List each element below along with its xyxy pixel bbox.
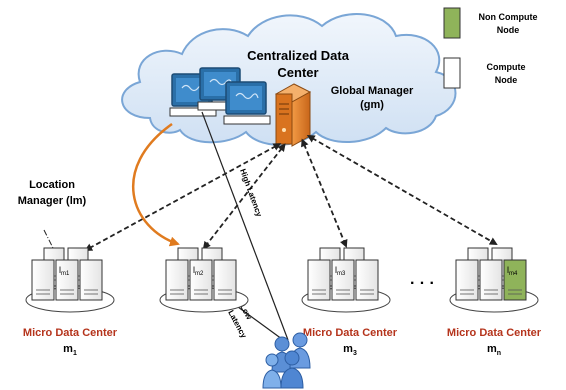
micro-dc-cluster: lm1 xyxy=(25,247,115,313)
micro-dc-cluster: lm2 xyxy=(159,247,249,313)
global-manager-label-line2: (gm) xyxy=(360,99,384,111)
location-manager-node-label: lm1 xyxy=(59,265,70,277)
micro-data-centers: lm1 lm2 lm3 lm4 xyxy=(25,247,539,313)
micro-dc-label-n: Micro Data Center xyxy=(447,327,542,339)
micro-dc-id-1: m1 xyxy=(63,343,77,357)
high-latency-link xyxy=(201,111,289,341)
cloud-title-line1: Centralized Data xyxy=(247,48,350,63)
location-manager-node-label: lm4 xyxy=(507,265,518,277)
micro-dc-cluster: lm3 xyxy=(301,247,391,313)
orange-migration-arrow xyxy=(131,122,180,247)
connections: High Latency Low Latency xyxy=(43,111,498,343)
legend-compute-line1: Compute xyxy=(487,62,526,72)
micro-dc-id-n: mn xyxy=(487,343,501,357)
users-icon xyxy=(262,332,311,389)
legend-non-compute-line2: Node xyxy=(497,25,520,35)
micro-dc-id-3: m3 xyxy=(343,343,357,357)
location-manager-node-label: lm2 xyxy=(193,265,204,277)
micro-dc-label-1: Micro Data Center xyxy=(23,327,118,339)
legend-compute-swatch xyxy=(443,57,461,89)
global-manager-label-line1: Global Manager xyxy=(331,85,414,97)
legend-compute-line2: Node xyxy=(495,75,518,85)
monitor-icon xyxy=(223,81,271,125)
location-manager-label-line2: Manager (lm) xyxy=(18,195,87,207)
gm-link-mn xyxy=(306,135,498,245)
gm-link-m2 xyxy=(202,143,286,250)
micro-dc-labels: Micro Data Center m1 Micro Data Center m… xyxy=(23,327,542,357)
cloud-title-line2: Center xyxy=(277,65,318,80)
gm-link-m1 xyxy=(84,143,282,251)
micro-dc-cluster: lm4 xyxy=(449,247,539,313)
legend: Non Compute Node Compute Node xyxy=(443,7,538,89)
global-manager-server-icon xyxy=(274,83,312,147)
gm-link-m3 xyxy=(301,138,348,248)
legend-non-compute-line1: Non Compute xyxy=(479,12,538,22)
location-manager-label-line1: Location xyxy=(29,179,75,191)
micro-dc-label-3: Micro Data Center xyxy=(303,327,398,339)
ellipsis: · · · xyxy=(410,275,435,292)
location-manager-node-label: lm3 xyxy=(335,265,346,277)
legend-non-compute-swatch xyxy=(443,7,461,39)
workstations-icon xyxy=(169,67,271,125)
